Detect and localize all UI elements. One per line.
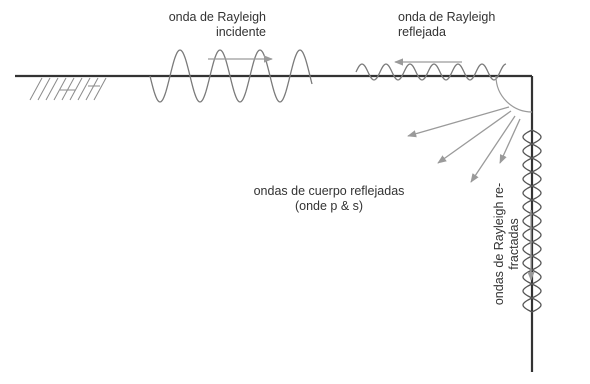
body-wave-arrow — [437, 110, 512, 164]
label-reflected-line-1: onda de Rayleigh — [398, 10, 496, 24]
body-wave-arrow — [470, 115, 516, 183]
label-refracted-waves: ondas de Rayleigh re- fractadas — [492, 183, 522, 305]
label-reflected-wave: onda de Rayleigh reflejada — [398, 10, 495, 40]
body-wave-arrow — [407, 106, 510, 138]
label-body-waves-line-2: (onde p & s) — [294, 199, 364, 213]
corner-arc — [495, 75, 533, 113]
reflected-wave — [355, 63, 507, 81]
label-incident-line-1: onda de Rayleigh — [168, 10, 266, 24]
label-body-waves-line-1: ondas de cuerpo reflejadas — [253, 184, 405, 198]
incident-wave — [149, 49, 313, 103]
refracted-wave-strand — [522, 129, 542, 313]
ground-hatching — [29, 77, 107, 101]
refracted-wave — [522, 129, 542, 313]
label-incident-line-2: incidente — [215, 25, 266, 39]
label-refracted-line-2: fractadas — [506, 218, 521, 270]
label-reflected-line-2: reflejada — [398, 25, 446, 39]
label-incident-wave: onda de Rayleigh incidente — [120, 10, 266, 40]
label-refracted-line-1: ondas de Rayleigh re- — [491, 182, 506, 306]
label-body-waves: ondas de cuerpo reflejadas (onde p & s) — [224, 184, 434, 214]
body-wave-arrow — [499, 118, 521, 164]
